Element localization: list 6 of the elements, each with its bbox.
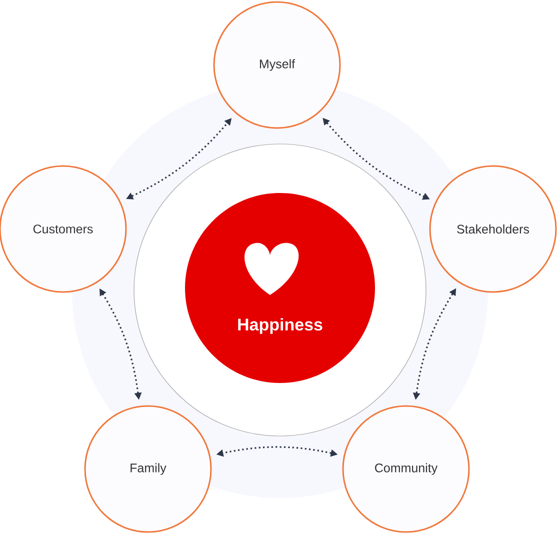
circle-node: Community: [342, 405, 470, 533]
circle-node: Myself: [213, 1, 341, 129]
circle-node: Family: [84, 405, 212, 533]
center-circle: [185, 193, 375, 383]
node-label: Happiness: [238, 318, 322, 334]
circle-node: Stakeholders: [429, 165, 557, 293]
